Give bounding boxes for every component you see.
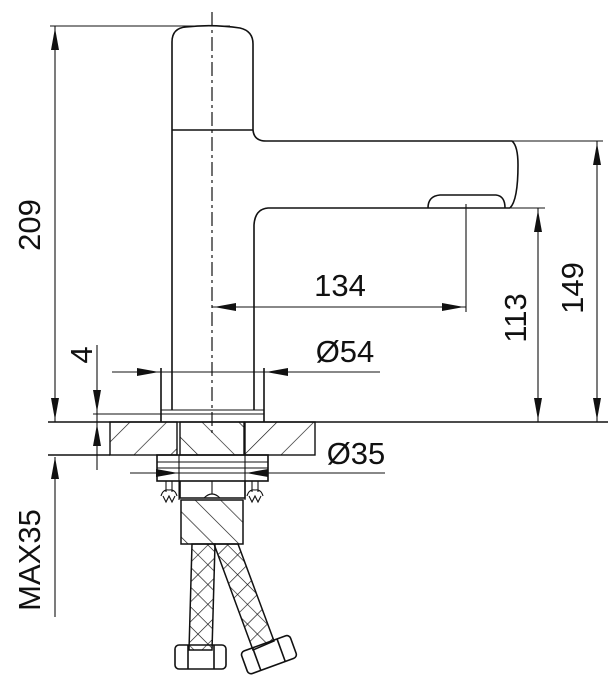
dim-max-thickness: MAX35 bbox=[12, 457, 59, 617]
left-screw bbox=[160, 481, 178, 504]
countertop-section bbox=[48, 421, 608, 456]
label-134: 134 bbox=[314, 268, 366, 303]
countertop-right-hatch bbox=[244, 421, 316, 456]
countertop-left-hatch bbox=[109, 421, 178, 456]
aerator-outline bbox=[427, 194, 506, 209]
left-hose bbox=[188, 543, 216, 651]
dim-gasket: 4 bbox=[64, 345, 101, 470]
dim-outlet-height: 113 bbox=[498, 207, 545, 422]
spout-top-outline bbox=[252, 129, 519, 209]
dim-spout-reach: 134 bbox=[212, 204, 467, 312]
label-113: 113 bbox=[498, 293, 533, 342]
left-hose-nut bbox=[174, 644, 227, 670]
label-diameter-35: Ø35 bbox=[327, 436, 386, 471]
label-209: 209 bbox=[12, 199, 47, 251]
label-max35: MAX35 bbox=[12, 509, 47, 611]
mounting-nut bbox=[179, 481, 246, 499]
dim-spout-top-height: 149 bbox=[512, 140, 603, 422]
label-149: 149 bbox=[555, 262, 590, 314]
faucet-body bbox=[93, 24, 519, 422]
shank-section-hatch bbox=[179, 421, 245, 456]
right-hose bbox=[212, 543, 275, 652]
right-hose-nut bbox=[240, 634, 298, 675]
label-diameter-54: Ø54 bbox=[316, 334, 375, 369]
dim-overall-height: 209 bbox=[12, 25, 230, 422]
inlet-stem bbox=[180, 499, 244, 545]
right-screw bbox=[246, 481, 264, 504]
spout-underside-outline bbox=[253, 207, 510, 410]
supply-hoses bbox=[174, 543, 298, 675]
label-4: 4 bbox=[64, 346, 99, 363]
dim-base-diameter: Ø54 bbox=[112, 334, 380, 376]
mounting-hardware bbox=[156, 454, 269, 545]
dim-hole-diameter: Ø35 bbox=[130, 436, 385, 477]
